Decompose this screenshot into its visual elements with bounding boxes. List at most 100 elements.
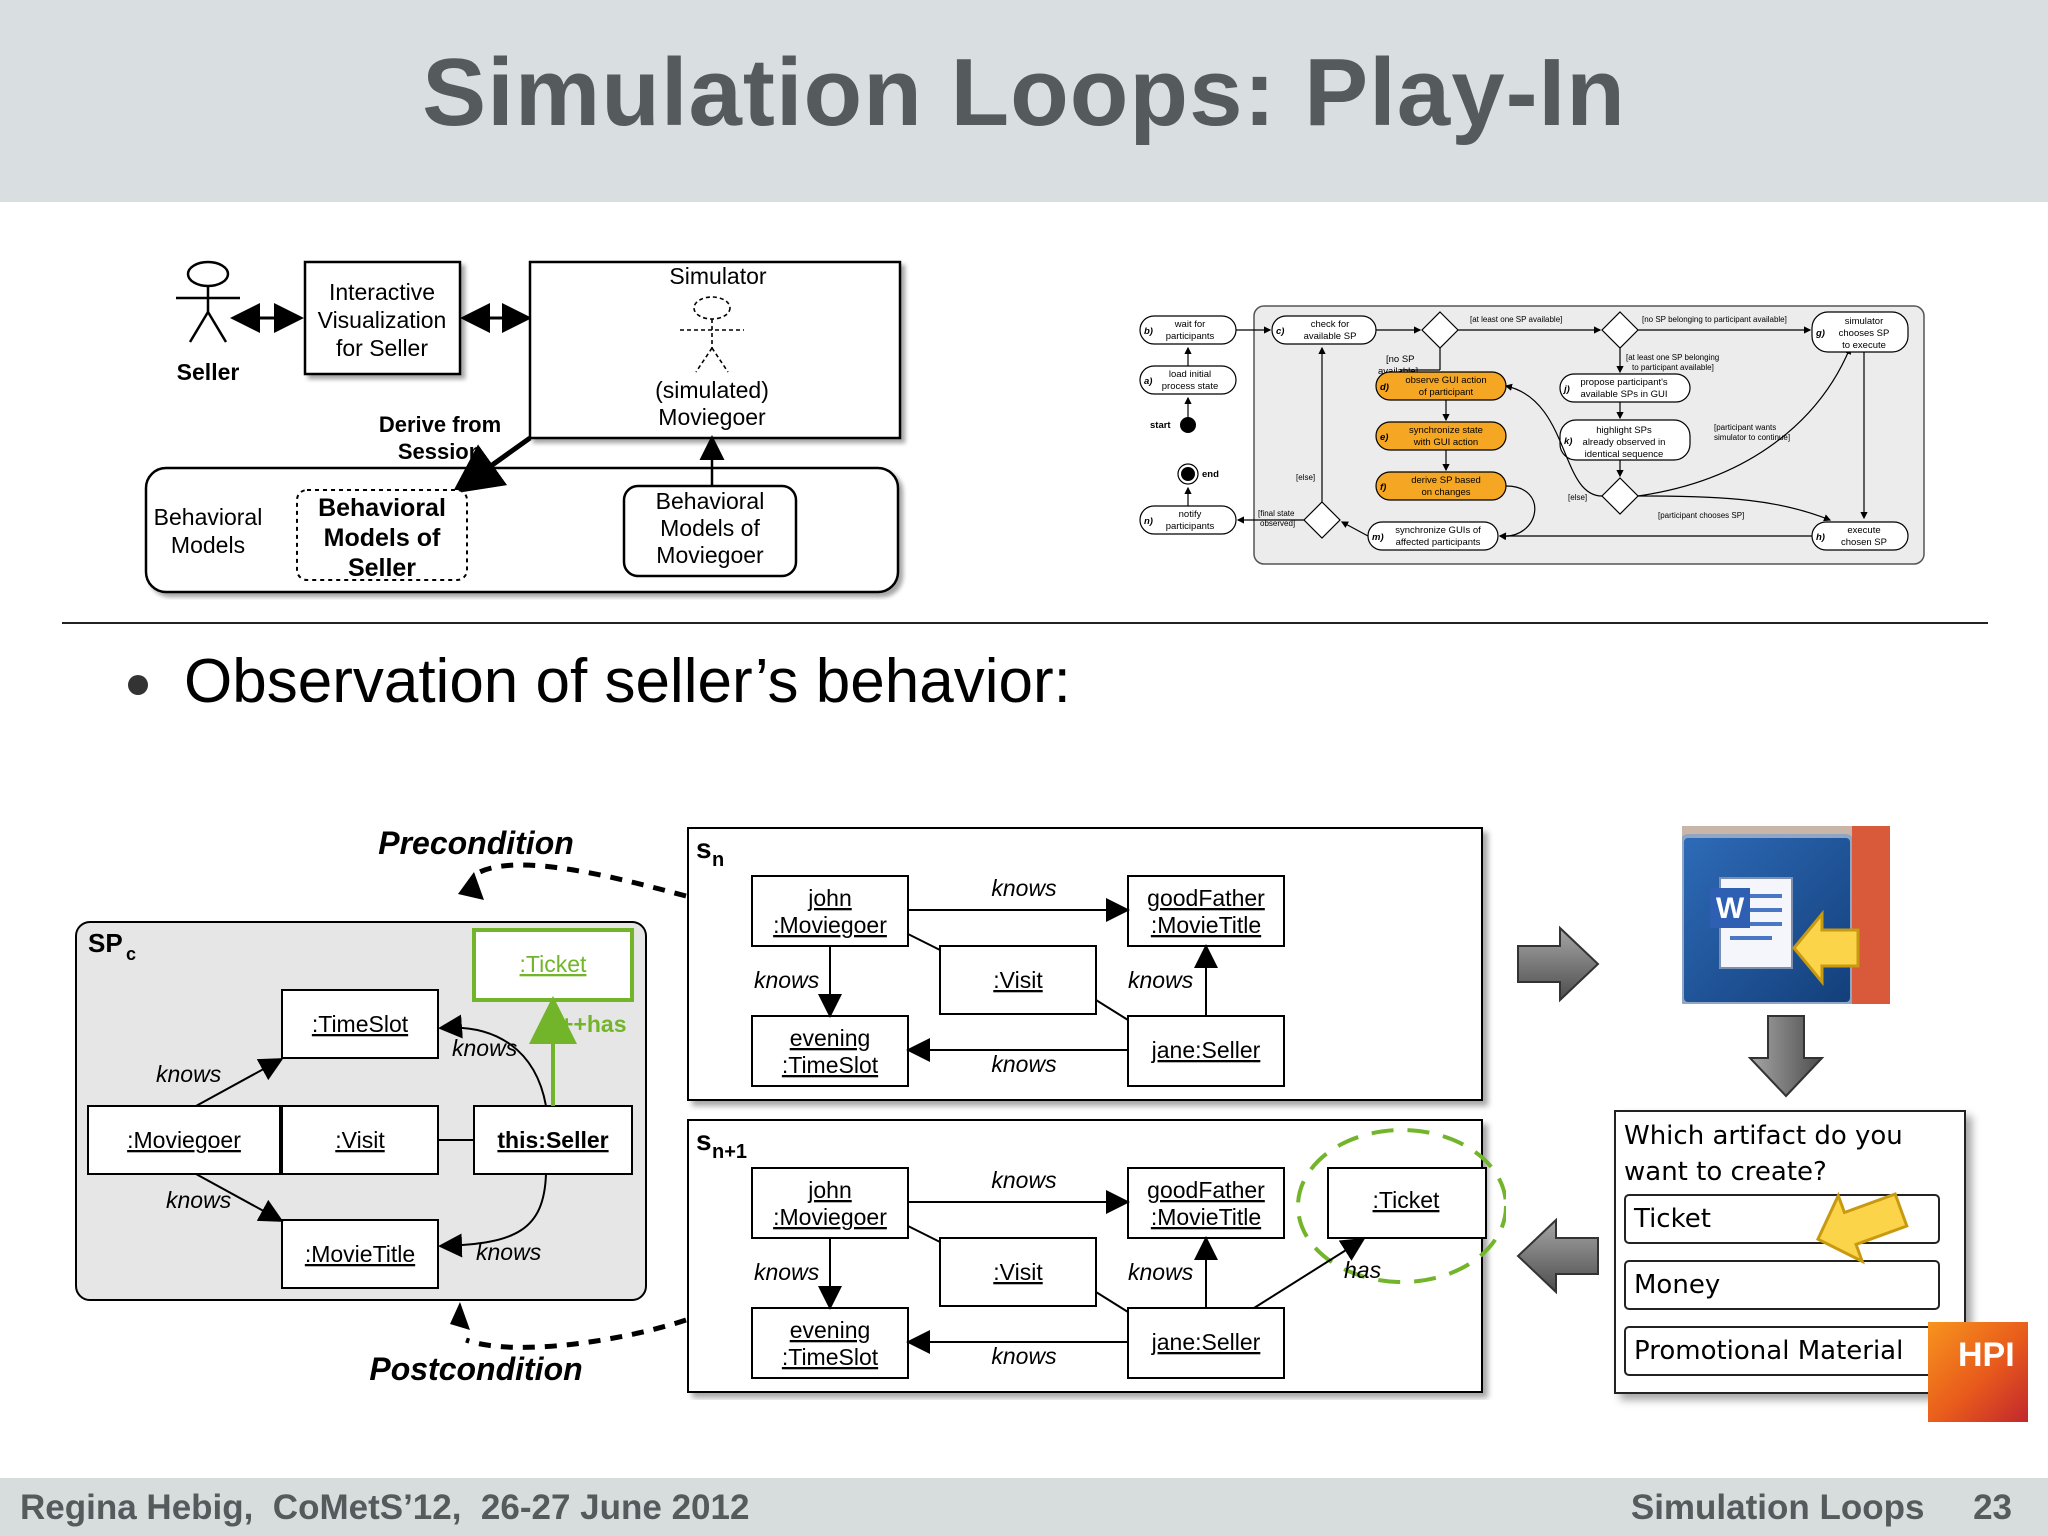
rule-knows-4: knows bbox=[476, 1239, 542, 1265]
start-label: start bbox=[1150, 420, 1171, 431]
rule-ticket-node bbox=[472, 928, 634, 1002]
interactive-box-line1: Interactive bbox=[329, 279, 435, 305]
sn1-knows-2: knows bbox=[754, 1259, 820, 1285]
option-promotional-button[interactable]: Promotional Material bbox=[1624, 1326, 1940, 1376]
node-f-line1: derive SP based bbox=[1411, 475, 1481, 486]
node-d-line1: observe GUI action bbox=[1405, 375, 1486, 386]
rule-knows-3: knows bbox=[452, 1035, 518, 1061]
guard-at-least-part-line2: to participant available] bbox=[1632, 363, 1714, 372]
sn1-jane-label: jane:Seller bbox=[1151, 1329, 1261, 1355]
svg-text:m): m) bbox=[1372, 532, 1384, 543]
node-d-line2: of participant bbox=[1419, 387, 1474, 398]
node-m-line1: synchronize GUIs of bbox=[1395, 525, 1481, 536]
svg-text:e): e) bbox=[1380, 432, 1388, 443]
sn-goodfather-line1: goodFather bbox=[1147, 885, 1265, 911]
word-document-icon: W bbox=[1682, 826, 1890, 1004]
sn-john-line1: john bbox=[807, 885, 851, 911]
sn1-john-line2: :Moviegoer bbox=[773, 1204, 887, 1230]
guard-at-least-one: [at least one SP available] bbox=[1470, 315, 1562, 324]
node-g-line2: chooses SP bbox=[1839, 328, 1890, 339]
precondition-label: Precondition bbox=[378, 825, 574, 861]
node-n-line2: participants bbox=[1166, 521, 1215, 532]
node-k-line2: already observed in bbox=[1583, 437, 1666, 448]
sn-john-line2: :Moviegoer bbox=[773, 912, 887, 938]
sn1-visit-label: :Visit bbox=[993, 1259, 1043, 1285]
rule-has-label: ++has bbox=[560, 1011, 627, 1037]
activity-diagram: b) wait for participants a) load initial… bbox=[1139, 305, 1925, 565]
flow-arrow-down bbox=[1747, 1015, 1825, 1098]
svg-text:W: W bbox=[1716, 892, 1745, 925]
artifact-dialog: Which artifact do you want to create? Ti… bbox=[1614, 1110, 1966, 1394]
node-a-line2: process state bbox=[1162, 381, 1219, 392]
node-j-line1: propose participant's bbox=[1580, 377, 1668, 388]
sn1-evening-line1: evening bbox=[790, 1317, 871, 1343]
footer-bar: Regina Hebig, CoMetS’12, 26-27 June 2012… bbox=[0, 1478, 2048, 1536]
guard-wants-line1: [participant wants bbox=[1714, 423, 1776, 432]
guard-final-line1: [final state bbox=[1258, 509, 1295, 518]
sn1-goodfather-line2: :MovieTitle bbox=[1151, 1204, 1261, 1230]
flow-arrow-left bbox=[1516, 1217, 1599, 1295]
rule-knows-1: knows bbox=[156, 1061, 222, 1087]
dialog-question: Which artifact do you want to create? bbox=[1624, 1121, 1903, 1187]
guard-else1: [else] bbox=[1296, 473, 1315, 482]
derive-label-line2: Session bbox=[398, 439, 482, 464]
sn-goodfather-line2: :MovieTitle bbox=[1151, 912, 1261, 938]
svg-text:n): n) bbox=[1144, 516, 1153, 527]
node-e-line1: synchronize state bbox=[1409, 425, 1483, 436]
guard-else2: [else] bbox=[1568, 493, 1587, 502]
node-k-line3: identical sequence bbox=[1585, 449, 1664, 460]
pointer-hand-icon bbox=[1815, 1191, 1909, 1265]
behavioral-seller-line3: Seller bbox=[348, 554, 416, 582]
seller-label: Seller bbox=[177, 359, 240, 385]
sn-visit-label: :Visit bbox=[993, 967, 1043, 993]
simulated-moviegoer-line1: (simulated) bbox=[655, 377, 769, 403]
sn1-ticket-label: :Ticket bbox=[1373, 1187, 1440, 1213]
sp-sub: c bbox=[126, 944, 136, 964]
sn1-knows-1: knows bbox=[991, 1167, 1057, 1193]
node-f-line2: on changes bbox=[1421, 487, 1470, 498]
rule-seller-label: this:Seller bbox=[497, 1127, 608, 1153]
title-bar: Simulation Loops: Play-In bbox=[0, 0, 2048, 202]
node-a-line1: load initial bbox=[1169, 369, 1211, 380]
node-c-line2: available SP bbox=[1304, 331, 1357, 342]
sn-knows-2: knows bbox=[754, 967, 820, 993]
svg-text:b): b) bbox=[1144, 326, 1153, 337]
sn-evening-line2: :TimeSlot bbox=[782, 1052, 879, 1078]
node-b-line2: participants bbox=[1166, 331, 1215, 342]
sn1-goodfather-line1: goodFather bbox=[1147, 1177, 1265, 1203]
architecture-diagram: Seller Interactive Visualization for Sel… bbox=[144, 260, 902, 594]
node-g-line1: simulator bbox=[1845, 316, 1884, 327]
guard-no-sp-participant: [no SP belonging to participant availabl… bbox=[1642, 315, 1787, 324]
sn1-has-label: has bbox=[1344, 1257, 1382, 1283]
interactive-box-line2: Visualization bbox=[318, 307, 447, 333]
guard-at-least-part-line1: [at least one SP belonging bbox=[1626, 353, 1719, 362]
behavioral-seller-line2: Models of bbox=[324, 524, 441, 552]
rule-ticket-label: :Ticket bbox=[520, 951, 587, 977]
svg-text:a): a) bbox=[1144, 376, 1152, 387]
sn-evening-line1: evening bbox=[790, 1025, 871, 1051]
node-h-line1: execute bbox=[1847, 525, 1880, 536]
sn-jane-label: jane:Seller bbox=[1151, 1037, 1261, 1063]
sn-knows-1: knows bbox=[991, 875, 1057, 901]
slide-title: Simulation Loops: Play-In bbox=[422, 39, 1626, 146]
interactive-box-line3: for Seller bbox=[336, 335, 428, 361]
end-label: end bbox=[1202, 469, 1219, 480]
sn-knows-3: knows bbox=[1128, 967, 1194, 993]
flow-arrow-right bbox=[1517, 925, 1600, 1003]
svg-text:k): k) bbox=[1564, 436, 1572, 447]
node-m-line2: affected participants bbox=[1396, 537, 1481, 548]
guard-final-line2: observed] bbox=[1260, 519, 1295, 528]
seller-actor-icon bbox=[176, 260, 240, 343]
simulated-moviegoer-icon bbox=[680, 296, 744, 373]
rule-visit-label: :Visit bbox=[335, 1127, 385, 1153]
sn1-john-line1: john bbox=[807, 1177, 851, 1203]
derive-label-line1: Derive from bbox=[379, 412, 501, 437]
sn1-label: s bbox=[696, 1125, 712, 1156]
behavioral-models-line2: Models bbox=[171, 532, 245, 558]
bullet-text: Observation of seller’s behavior: bbox=[184, 647, 1071, 716]
simulated-moviegoer-line2: Moviegoer bbox=[658, 404, 766, 430]
behavioral-moviegoer-line1: Behavioral bbox=[656, 488, 765, 514]
sp-label: SP bbox=[88, 928, 123, 958]
sn1-knows-4: knows bbox=[991, 1343, 1057, 1369]
option-money-button[interactable]: Money bbox=[1624, 1260, 1940, 1310]
